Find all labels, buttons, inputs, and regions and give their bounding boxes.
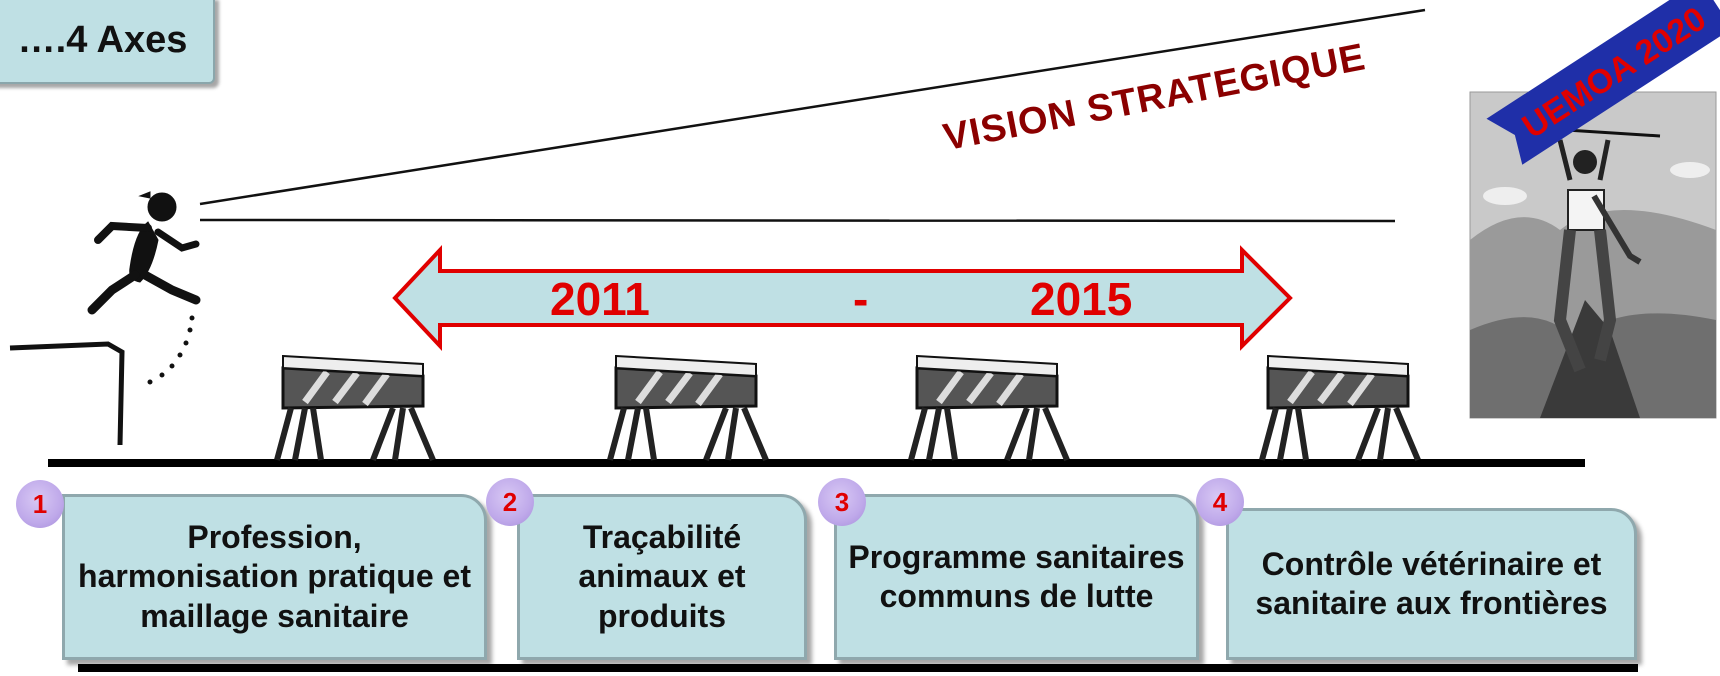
ground-line — [48, 459, 1585, 467]
axis-number-badge: 3 — [818, 478, 866, 526]
axis-box-2: Traçabilité animaux et produits — [517, 494, 807, 660]
axis-number-badge: 2 — [486, 478, 534, 526]
bottom-line — [78, 664, 1638, 672]
period-arrow — [392, 244, 1293, 352]
axis-label: Programme sanitaires communs de lutte — [848, 538, 1185, 614]
period-start: 2011 — [550, 273, 650, 325]
summit-figure-icon — [1469, 91, 1717, 419]
vision-line-lower — [199, 218, 1396, 223]
title-box: ….4 Axes — [0, 0, 215, 84]
axis-box-3: Programme sanitaires communs de lutte — [834, 494, 1199, 660]
runner-icon — [9, 191, 201, 446]
axis-box-4: Contrôle vétérinaire et sanitaire aux fr… — [1226, 508, 1637, 660]
axis-label: Profession, harmonisation pratique et ma… — [78, 519, 471, 634]
period-end: 2015 — [1030, 273, 1133, 325]
hurdle-icon — [908, 354, 1070, 462]
hurdle-icon — [274, 354, 436, 462]
period-separator: - — [853, 273, 869, 325]
axis-label: Contrôle vétérinaire et sanitaire aux fr… — [1255, 545, 1608, 621]
axis-number-badge: 1 — [16, 480, 64, 528]
axis-label: Traçabilité animaux et produits — [578, 519, 746, 634]
axis-box-1: Profession, harmonisation pratique et ma… — [62, 494, 487, 660]
hurdle-icon — [607, 354, 769, 462]
axis-number-badge: 4 — [1196, 478, 1244, 526]
vision-line-upper — [199, 8, 1426, 206]
title-text: ….4 Axes — [17, 18, 188, 61]
hurdle-icon — [1259, 354, 1421, 462]
